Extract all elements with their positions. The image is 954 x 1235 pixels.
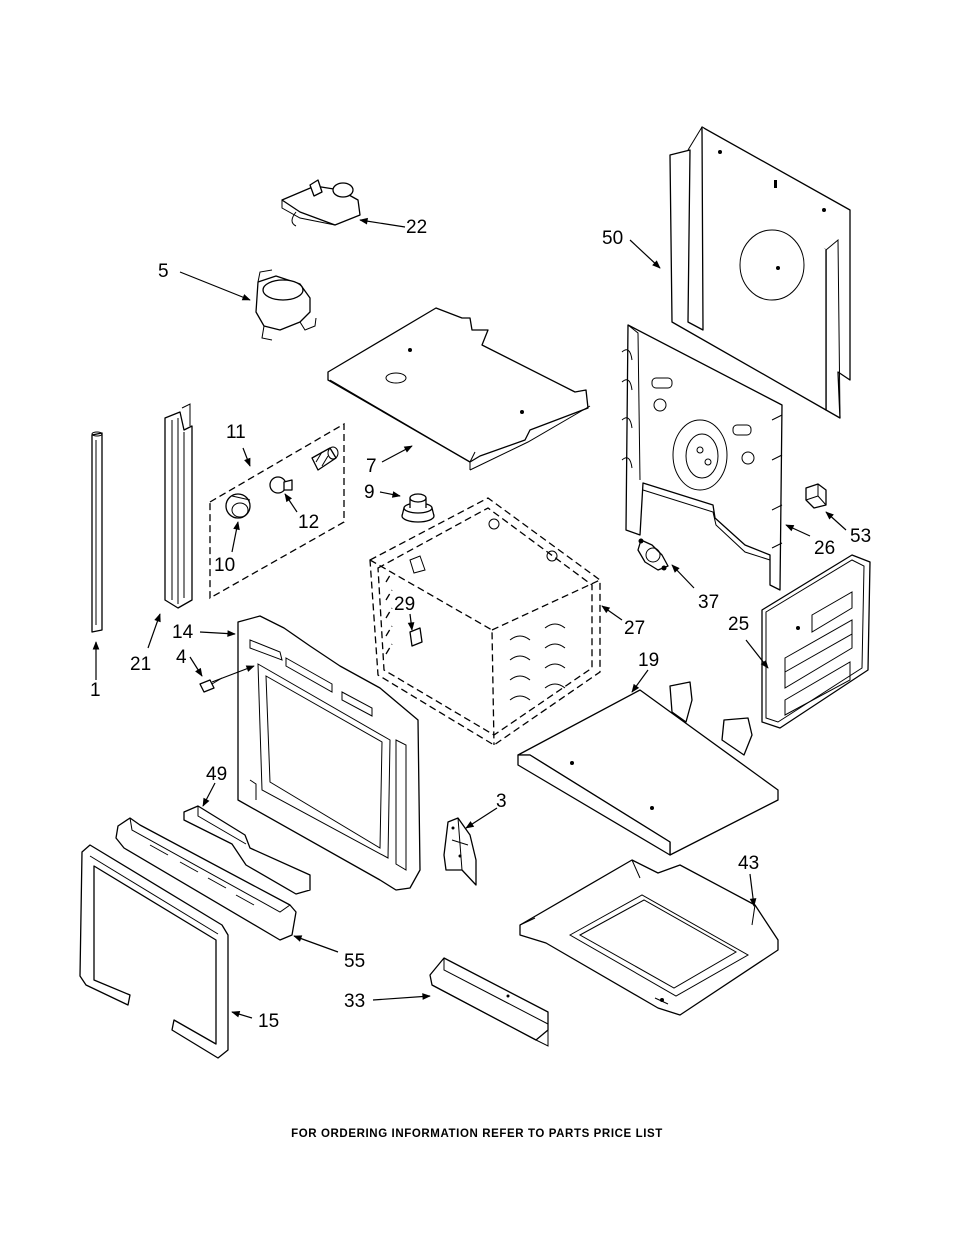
label-19: 19 bbox=[638, 650, 659, 671]
part-49-vent bbox=[183, 805, 311, 895]
label-14: 14 bbox=[172, 622, 194, 643]
part-33-rail bbox=[429, 957, 549, 1047]
label-1: 1 bbox=[90, 680, 101, 701]
part-12-knob bbox=[269, 476, 293, 494]
label-5: 5 bbox=[158, 261, 169, 282]
leader-lines bbox=[92, 217, 847, 1019]
label-3: 3 bbox=[496, 791, 507, 812]
label-21: 21 bbox=[130, 654, 151, 675]
part-4-screw bbox=[199, 677, 223, 693]
part-3-bracket bbox=[443, 817, 477, 886]
label-7: 7 bbox=[366, 456, 377, 477]
part-27-oven-cavity bbox=[369, 497, 601, 746]
label-50: 50 bbox=[602, 228, 623, 249]
part-50-rear-panel bbox=[669, 126, 851, 419]
part-26-oven-rear-wall bbox=[621, 324, 783, 591]
label-49: 49 bbox=[206, 764, 227, 785]
ordering-info-footer: FOR ORDERING INFORMATION REFER TO PARTS … bbox=[291, 1128, 663, 1140]
label-10: 10 bbox=[214, 555, 235, 576]
label-9: 9 bbox=[364, 482, 375, 503]
label-55: 55 bbox=[344, 951, 365, 972]
part-25-side-panel bbox=[761, 554, 871, 729]
label-53: 53 bbox=[850, 526, 871, 547]
part-5-thermostat bbox=[255, 269, 317, 341]
part-29-clip bbox=[409, 627, 423, 647]
label-33: 33 bbox=[344, 991, 365, 1012]
label-29: 29 bbox=[394, 594, 415, 615]
label-27: 27 bbox=[624, 618, 645, 639]
part-21-side-trim bbox=[164, 403, 193, 609]
label-22: 22 bbox=[406, 217, 427, 238]
part-11-control-group bbox=[209, 422, 345, 600]
part-7-top-shield bbox=[327, 307, 591, 471]
label-15: 15 bbox=[258, 1011, 279, 1032]
part-1-rod bbox=[91, 431, 103, 633]
part-37-sensor bbox=[637, 538, 669, 571]
part-53-clip bbox=[805, 483, 827, 509]
part-43-bottom-tray bbox=[519, 859, 779, 1016]
label-26: 26 bbox=[814, 538, 835, 559]
part-22-switch bbox=[281, 179, 361, 227]
label-12: 12 bbox=[298, 512, 319, 533]
label-11: 11 bbox=[226, 422, 246, 443]
label-4: 4 bbox=[176, 647, 187, 668]
label-37: 37 bbox=[698, 592, 719, 613]
part-19-top-cover bbox=[517, 681, 779, 856]
part-15-gasket bbox=[79, 844, 229, 1059]
part-14-front-frame bbox=[237, 615, 421, 891]
part-9-element bbox=[401, 493, 435, 523]
part-labels: 22 5 50 7 9 11 12 10 21 1 14 4 29 27 26 … bbox=[90, 217, 871, 1032]
part-55-vent-trim bbox=[115, 817, 297, 941]
label-43: 43 bbox=[738, 853, 759, 874]
label-25: 25 bbox=[728, 614, 749, 635]
part-11-socket bbox=[311, 446, 339, 471]
part-10-knob bbox=[225, 493, 251, 519]
